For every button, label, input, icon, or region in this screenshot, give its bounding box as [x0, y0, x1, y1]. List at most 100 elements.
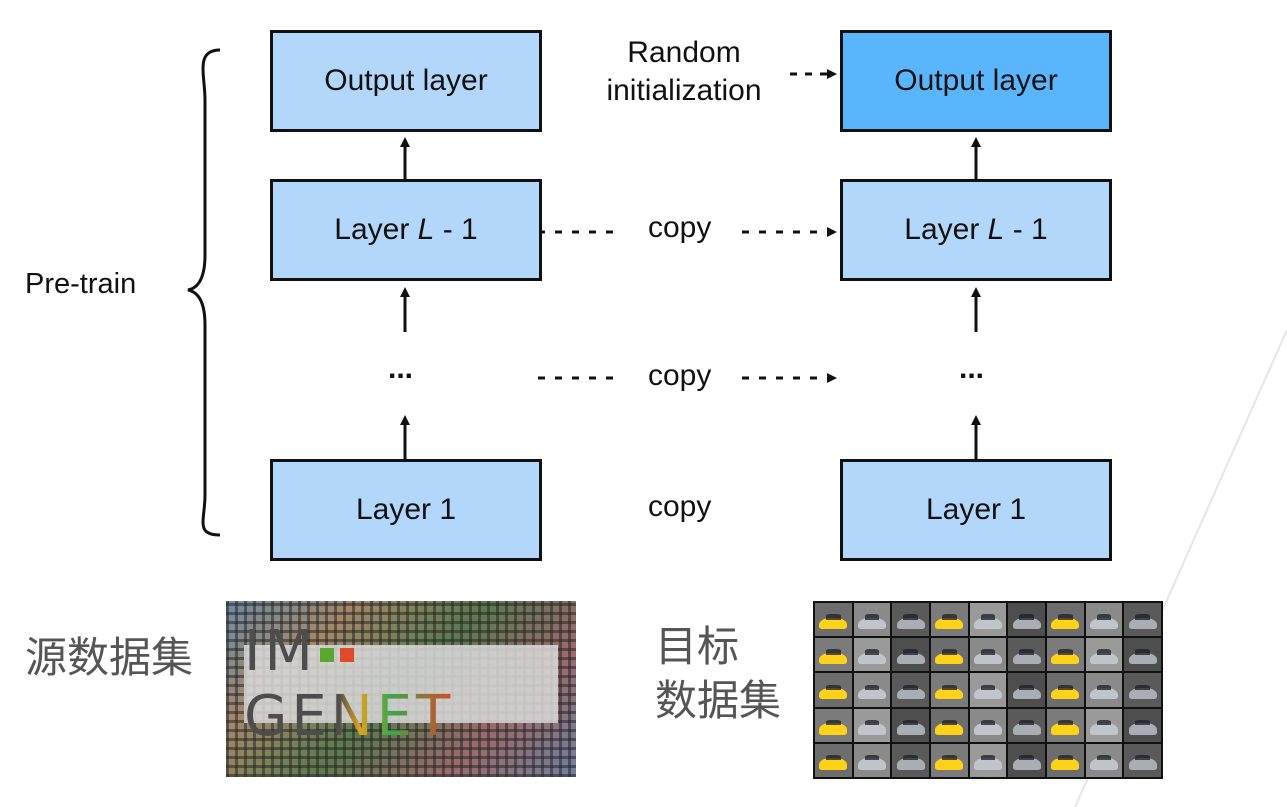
copy-label-bottom: copy — [648, 490, 712, 523]
car-window-shape — [941, 719, 957, 726]
car-window-shape — [980, 719, 996, 726]
car-window-shape — [903, 755, 918, 761]
car-window-shape — [1019, 755, 1034, 761]
random-init-label: Random initialization — [596, 34, 772, 110]
source-layer-1-label: Layer 1 — [355, 493, 457, 526]
car-photo-cell — [815, 603, 852, 637]
car-window-shape — [864, 614, 880, 620]
car-photo-cell — [1124, 743, 1161, 777]
car-photo-cell — [1008, 673, 1045, 707]
car-window-shape — [1096, 755, 1112, 761]
car-window-shape — [1019, 649, 1034, 655]
car-photo-cell — [969, 673, 1007, 707]
car-photo-cell — [892, 673, 929, 707]
car-shape — [858, 758, 886, 770]
car-window-shape — [903, 719, 918, 726]
source-layer-word: Layer — [334, 213, 418, 246]
car-shape — [1090, 758, 1118, 770]
imagenet-thumbnail: IMGENET — [226, 601, 576, 777]
car-shape — [858, 723, 886, 735]
car-window-shape — [1057, 755, 1073, 761]
car-photo-cell — [969, 708, 1007, 742]
car-photo-cell — [1047, 673, 1084, 707]
car-window-shape — [1096, 719, 1112, 726]
car-photo-cell — [815, 673, 852, 707]
target-layer-word: Layer — [904, 213, 988, 246]
car-photo-cell — [853, 603, 891, 637]
car-shape — [858, 652, 886, 665]
target-output-layer-box: Output layer — [840, 30, 1112, 132]
car-window-shape — [903, 649, 918, 655]
car-window-shape — [903, 614, 918, 620]
car-shape — [896, 758, 925, 770]
car-photo-cell — [1008, 638, 1045, 672]
car-shape — [1012, 688, 1041, 700]
car-shape — [896, 652, 925, 665]
car-photo-cell — [931, 743, 968, 777]
car-window-shape — [1057, 684, 1073, 690]
car-photo-cell — [1085, 708, 1123, 742]
car-photo-cell — [1085, 743, 1123, 777]
car-shape — [1128, 688, 1157, 700]
car-shape — [1128, 652, 1157, 665]
car-window-shape — [864, 684, 880, 690]
car-photo-cell — [815, 708, 852, 742]
imagenet-banner: IMGENET — [244, 619, 558, 749]
car-shape — [1090, 688, 1118, 700]
copy-label-mid: copy — [648, 359, 712, 392]
car-window-shape — [903, 684, 918, 690]
source-layer-var: L — [417, 213, 435, 246]
car-photo-cell — [1008, 603, 1045, 637]
car-photo-cell — [931, 638, 968, 672]
target-layer-l-minus-1-box: Layer L - 1 — [840, 179, 1112, 281]
car-shape — [1128, 758, 1157, 770]
car-window-shape — [825, 649, 841, 655]
car-shape — [1090, 617, 1118, 629]
car-window-shape — [1135, 755, 1150, 761]
car-window-shape — [941, 614, 957, 620]
car-shape — [1051, 723, 1080, 735]
car-shape — [1012, 617, 1041, 629]
imagenet-logo-part1: IM — [244, 619, 317, 684]
car-photo-cell — [969, 743, 1007, 777]
car-window-shape — [980, 755, 996, 761]
car-shape — [858, 617, 886, 629]
car-window-shape — [941, 755, 957, 761]
car-shape — [935, 723, 964, 735]
car-shape — [974, 652, 1002, 665]
car-window-shape — [825, 755, 841, 761]
car-window-shape — [1096, 614, 1112, 620]
car-shape — [935, 652, 964, 665]
random-init-line1: Random — [627, 36, 741, 69]
car-photo-cell — [1085, 603, 1123, 637]
car-photo-cell — [1124, 708, 1161, 742]
car-photo-cell — [1124, 673, 1161, 707]
car-window-shape — [1057, 649, 1073, 655]
car-dataset-thumbnail — [813, 601, 1163, 779]
car-shape — [1012, 652, 1041, 665]
car-photo-cell — [1047, 708, 1084, 742]
car-shape — [1051, 758, 1080, 770]
car-window-shape — [980, 684, 996, 690]
source-output-layer-label: Output layer — [324, 64, 488, 97]
car-photo-cell — [892, 708, 929, 742]
car-photo-cell — [931, 673, 968, 707]
car-shape — [974, 723, 1002, 735]
target-output-layer-label: Output layer — [894, 64, 1058, 97]
car-photo-cell — [931, 708, 968, 742]
car-photo-cell — [892, 603, 929, 637]
car-photo-cell — [1047, 638, 1084, 672]
car-window-shape — [864, 649, 880, 655]
car-photo-cell — [892, 743, 929, 777]
car-photo-cell — [1008, 708, 1045, 742]
car-photo-cell — [1085, 673, 1123, 707]
car-window-shape — [1135, 649, 1150, 655]
pretrain-brace — [187, 48, 221, 537]
source-layer-1-box: Layer 1 — [270, 459, 542, 561]
target-layer-1-box: Layer 1 — [840, 459, 1112, 561]
source-layer-suffix: - 1 — [434, 213, 478, 246]
car-photo-cell — [1124, 638, 1161, 672]
car-shape — [1128, 723, 1157, 735]
car-shape — [1012, 723, 1041, 735]
